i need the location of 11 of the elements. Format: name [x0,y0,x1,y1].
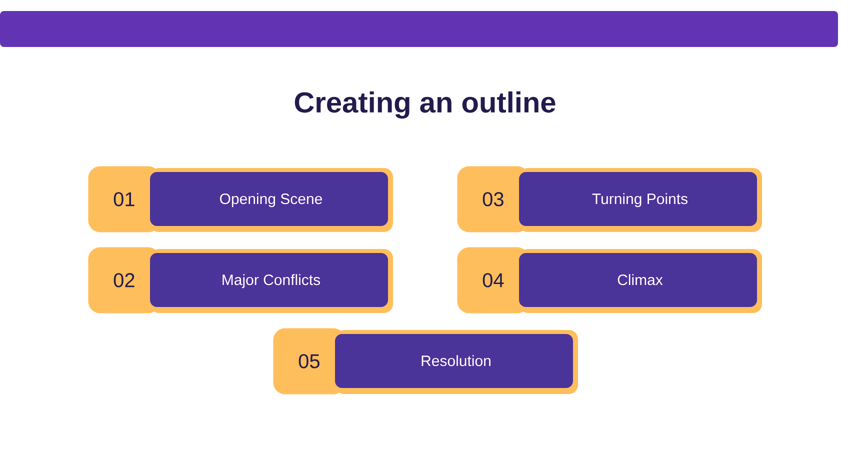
step-card: 03 Turning Points [457,166,762,232]
step-card: 02 Major Conflicts [88,247,393,314]
node-label: 05 [298,354,320,368]
title: Creating an outline [294,91,556,119]
node-label: 04 [482,273,504,288]
node-label: 01 [114,192,134,206]
step-card: 05 Resolution [273,328,578,394]
node-label: 03 [482,192,504,206]
step-card: 04 Climax [457,247,762,314]
step-card: 01 Opening Scene [88,166,393,232]
node-label: 02 [114,273,134,288]
